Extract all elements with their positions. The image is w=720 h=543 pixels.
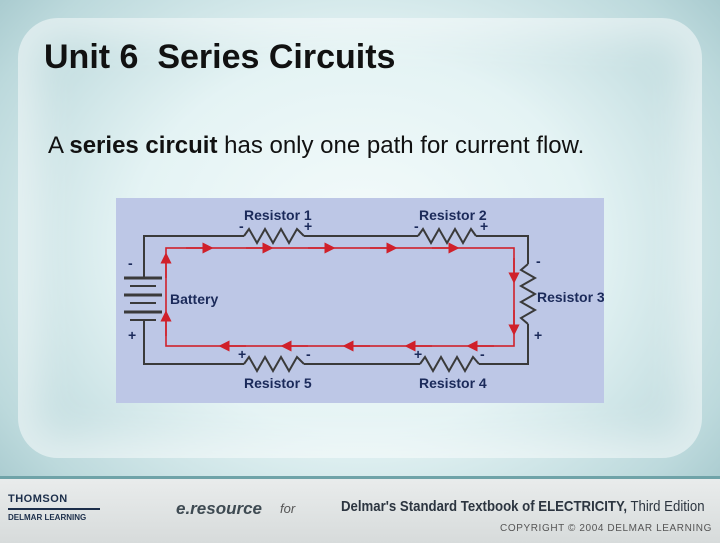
slide-lead-text: A series circuit has only one path for c…	[48, 132, 584, 160]
resistor-4-symbol	[419, 354, 480, 374]
eresource-for: for	[280, 501, 296, 516]
resistor-2-symbol	[417, 226, 477, 246]
series-circuit-diagram: Battery Resistor 1 Resistor 2 Resistor 3…	[116, 198, 604, 403]
lead-suffix: has only one path for current flow.	[217, 132, 585, 159]
brand-divider	[8, 508, 100, 510]
outer-wire	[143, 235, 529, 365]
brand-top-text: THOMSON	[8, 493, 68, 505]
resistor-5-label: Resistor 5	[244, 375, 312, 391]
resistor-3-label: Resistor 3	[537, 289, 604, 305]
resistor-5-symbol	[243, 354, 305, 374]
battery-minus-sign: -	[128, 255, 133, 271]
r5-plus-sign: +	[238, 346, 246, 362]
brand-bottom-text: DELMAR LEARNING	[8, 513, 87, 522]
r1-plus-sign: +	[304, 218, 312, 234]
resistor-3-symbol	[518, 263, 538, 325]
r2-plus-sign: +	[480, 218, 488, 234]
battery-label: Battery	[170, 291, 218, 307]
resistor-4-label: Resistor 4	[419, 375, 487, 391]
r3-plus-sign: +	[534, 327, 542, 343]
r4-minus-sign: -	[480, 346, 485, 362]
resistor-1-symbol	[243, 226, 305, 246]
slide-title: Unit 6 Series Circuits	[44, 38, 396, 76]
resistor-1-label: Resistor 1	[244, 207, 312, 223]
battery-symbol	[124, 274, 162, 328]
footer-bar: THOMSON DELMAR LEARNING e.resource for D…	[0, 476, 720, 543]
eresource-logo: e.resource	[176, 499, 262, 518]
resistor-2-label: Resistor 2	[419, 207, 487, 223]
book-edition: Third Edition	[627, 498, 705, 515]
lead-prefix: A	[48, 132, 70, 159]
current-arrows	[160, 242, 520, 352]
copyright-text: COPYRIGHT © 2004 DELMAR LEARNING	[500, 523, 712, 534]
book-title: Delmar's Standard Textbook of ELECTRICIT…	[341, 498, 705, 515]
r1-minus-sign: -	[239, 218, 244, 234]
r4-plus-sign: +	[414, 346, 422, 362]
circuit-svg: Battery Resistor 1 Resistor 2 Resistor 3…	[124, 207, 604, 391]
r5-minus-sign: -	[306, 346, 311, 362]
r3-minus-sign: -	[536, 253, 541, 269]
battery-plus-sign: +	[128, 327, 136, 343]
thomson-logo: THOMSON DELMAR LEARNING	[8, 493, 100, 522]
r2-minus-sign: -	[414, 218, 419, 234]
book-title-main: Delmar's Standard Textbook of ELECTRICIT…	[341, 498, 628, 515]
current-path	[165, 247, 515, 347]
lead-bold-term: series circuit	[69, 132, 218, 159]
